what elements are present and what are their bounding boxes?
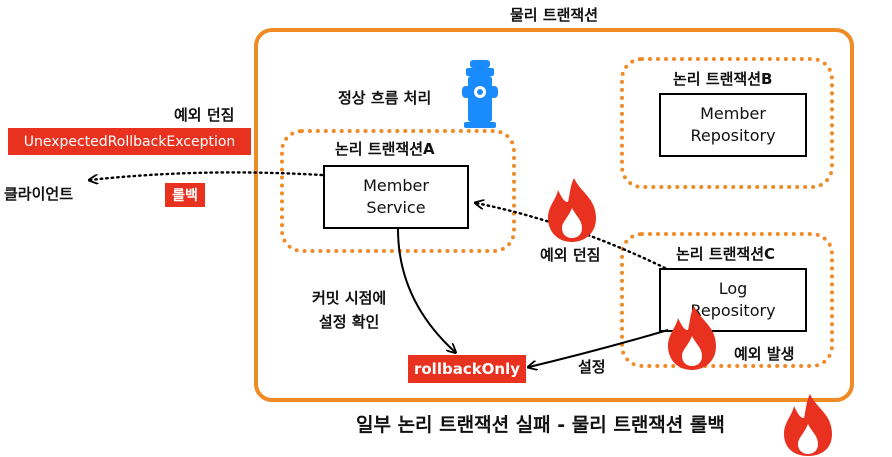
- member-repository-box: Member Repository: [659, 93, 807, 157]
- logical-transaction-a-box: [280, 129, 516, 253]
- member-repository-label: Member Repository: [690, 104, 776, 145]
- caption: 일부 논리 트랜잭션 실패 - 물리 트랜잭션 롤백: [356, 414, 725, 436]
- log-repository-label: Log Repository: [690, 279, 776, 320]
- normal-flow-label: 정상 흐름 처리: [338, 89, 432, 107]
- unexpected-rollback-exception-tag: UnexpectedRollbackException: [8, 128, 251, 155]
- rollback-tag: 롤백: [165, 183, 205, 207]
- throw-exception-mid-label: 예외 던짐: [540, 246, 601, 264]
- log-repository-box: Log Repository: [659, 268, 807, 332]
- commit-check-label: 커밋 시점에 설정 확인: [312, 289, 387, 331]
- set-arrow: [529, 329, 669, 367]
- rollback-only-tag: rollbackOnly: [408, 355, 526, 383]
- fire-hydrant-icon: [462, 60, 498, 128]
- fire-icon-caption: [784, 394, 832, 456]
- set-label: 설정: [578, 358, 606, 376]
- logical-transaction-b-box: [620, 57, 834, 189]
- throw-exception-left-label: 예외 던짐: [174, 106, 235, 124]
- member-service-box: Member Service: [323, 165, 469, 229]
- client-label: 클라이언트: [4, 185, 74, 203]
- exception-propagation-arrow: [476, 203, 667, 270]
- exception-occurs-label: 예외 발생: [734, 345, 795, 363]
- logical-transaction-a-title: 논리 트랜잭션A: [335, 140, 435, 158]
- physical-transaction-box: [254, 28, 854, 402]
- physical-transaction-title: 물리 트랜잭션: [510, 6, 599, 24]
- member-service-label: Member Service: [363, 176, 429, 217]
- logical-transaction-c-title: 논리 트랜잭션C: [676, 245, 776, 263]
- commit-check-arrow: [397, 228, 455, 352]
- logical-transaction-c-box: [620, 232, 834, 368]
- logical-transaction-b-title: 논리 트랜잭션B: [673, 70, 773, 88]
- fire-icon-log-repository: [668, 306, 716, 370]
- fire-icon-middle: [548, 178, 596, 242]
- client-return-arrow: [90, 171, 324, 180]
